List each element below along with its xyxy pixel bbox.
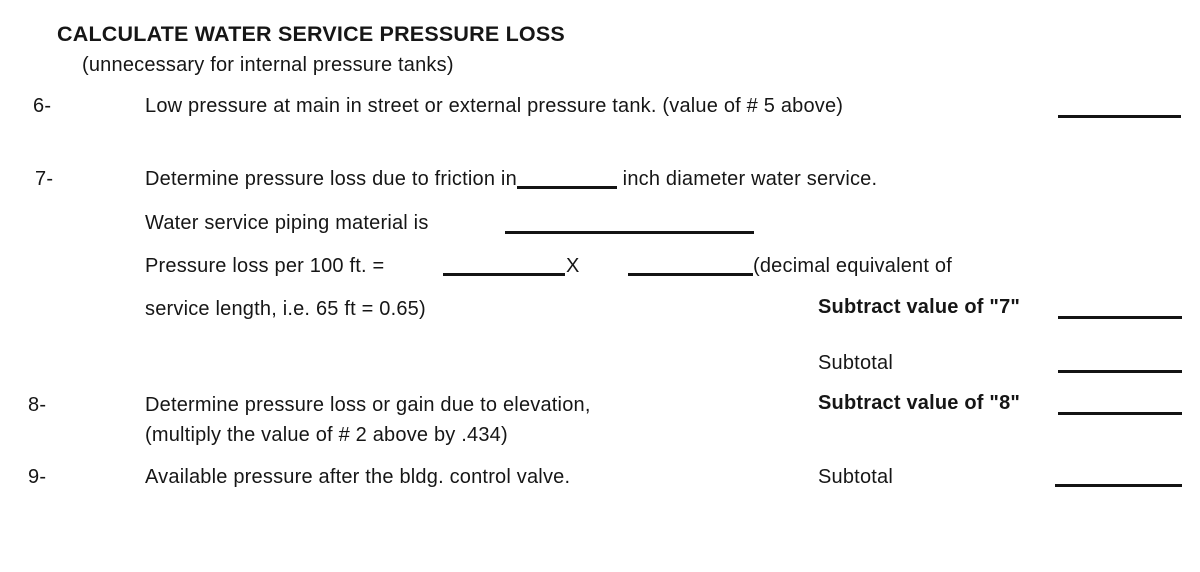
item6-number: 6- bbox=[33, 95, 52, 117]
subtract-7-label: Subtract value of "7" bbox=[818, 296, 1021, 318]
item8-number: 8- bbox=[28, 394, 47, 416]
subtract-8-blank[interactable] bbox=[1058, 392, 1182, 415]
item7-piping-material-blank[interactable] bbox=[505, 211, 754, 234]
item7-service-length-blank[interactable] bbox=[628, 253, 753, 276]
item9-number: 9- bbox=[28, 466, 47, 488]
page-subtitle: (unnecessary for internal pressure tanks… bbox=[82, 54, 454, 76]
item7-friction-line: Determine pressure loss due to friction … bbox=[145, 168, 877, 190]
subtotal-2-blank[interactable] bbox=[1055, 464, 1182, 487]
subtract-8-label: Subtract value of "8" bbox=[818, 392, 1021, 414]
item6-value-blank[interactable] bbox=[1058, 95, 1181, 118]
item7-piping-label: Water service piping material is bbox=[145, 212, 429, 234]
item7-friction-pre-text: Determine pressure loss due to friction … bbox=[145, 168, 517, 190]
item7-pressure-loss-blank[interactable] bbox=[443, 253, 565, 276]
item7-number: 7- bbox=[35, 168, 54, 190]
page-title: CALCULATE WATER SERVICE PRESSURE LOSS bbox=[57, 22, 565, 46]
item8-line1-text: Determine pressure loss or gain due to e… bbox=[145, 394, 591, 416]
item7-friction-post-text: inch diameter water service. bbox=[622, 168, 878, 190]
subtotal-1-blank[interactable] bbox=[1058, 350, 1182, 373]
item6-text: Low pressure at main in street or extern… bbox=[145, 95, 844, 117]
item7-multiply-x-label: X bbox=[566, 255, 580, 277]
item8-line2-text: (multiply the value of # 2 above by .434… bbox=[145, 424, 508, 446]
item9-text: Available pressure after the bldg. contr… bbox=[145, 466, 571, 488]
item7-loss-label: Pressure loss per 100 ft. = bbox=[145, 255, 385, 277]
item7-decimal-note2-text: service length, i.e. 65 ft = 0.65) bbox=[145, 298, 426, 320]
item7-diameter-blank[interactable] bbox=[516, 168, 617, 189]
subtotal-1-label: Subtotal bbox=[818, 352, 893, 374]
subtract-7-blank[interactable] bbox=[1058, 296, 1182, 319]
item7-decimal-note-text: (decimal equivalent of bbox=[753, 255, 952, 277]
subtotal-2-label: Subtotal bbox=[818, 466, 893, 488]
